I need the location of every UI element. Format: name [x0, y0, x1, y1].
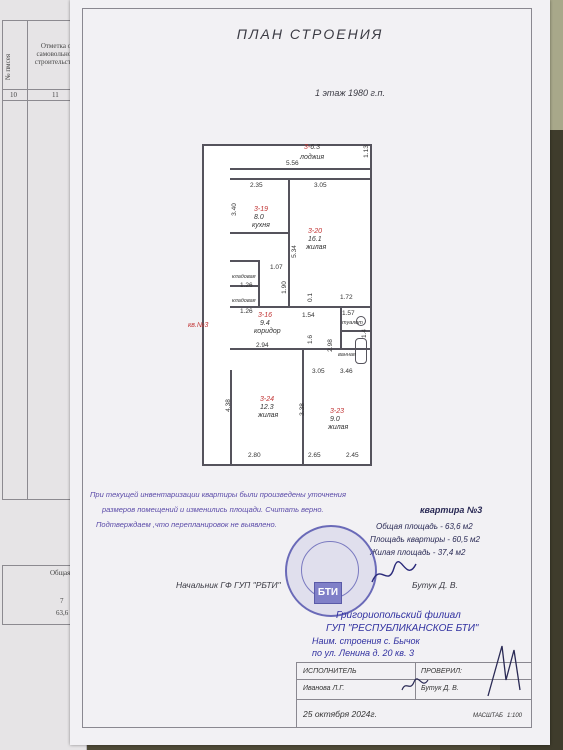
dim-label: 3.40 [230, 203, 238, 216]
org-name: ГУП "РЕСПУБЛИКАНСКОЕ БТИ" [326, 623, 479, 634]
room-kitchen-name: кухня [252, 222, 270, 229]
room-kitchen-area: 8.0 [254, 214, 264, 221]
lp-colnum-2: 11 [52, 91, 59, 99]
page-frame [82, 8, 532, 728]
floor-plan: 3-6.3 лоджия 3-19 8.0 кухня 3-20 16.1 жи… [188, 140, 420, 470]
room-loggia-name: лоджия [300, 154, 325, 161]
room-living2-area: 12.3 [260, 404, 274, 411]
stamp-logo: БТИ [314, 582, 342, 604]
note-line-3: Подтверждаем ,что перепланировок не выяв… [96, 520, 277, 529]
room-corridor-area: 9.4 [260, 320, 270, 327]
apartment-number: квартира №3 [420, 505, 483, 515]
partition [230, 285, 258, 287]
dim-label: 3.05 [312, 368, 325, 375]
partition [230, 306, 372, 308]
lp-body-cell-1 [2, 100, 28, 500]
checker-signature [487, 645, 521, 697]
room-living2-name: жилая [258, 412, 279, 419]
lp-colnum-1: 10 [10, 91, 17, 99]
dim-label: 5.34 [290, 245, 298, 258]
room-storage1-name: кладовая [232, 274, 256, 280]
room-toilet-name: туалет [342, 320, 363, 326]
executor-label: ИСПОЛНИТЕЛЬ [303, 668, 357, 675]
lp-header-2: Отметка о самовольном строительстве [34, 42, 78, 66]
apartment-area: Площадь квартиры - 60,5 м2 [370, 535, 480, 544]
dim-label: 5.56 [286, 160, 299, 167]
dim-label: 1.54 [302, 312, 315, 319]
scale-value: 1:100 [507, 713, 523, 719]
partition [302, 348, 304, 466]
executor-name: Иванова Л.Г. [303, 685, 345, 692]
dim-label: 0.1 [307, 292, 315, 303]
apartment-mark: кв.№3 [188, 322, 209, 329]
dim-label: 1.90 [280, 281, 288, 294]
dim-label: 1.72 [340, 294, 353, 301]
dim-label: 2.45 [346, 452, 359, 459]
loggia-wall [230, 168, 372, 170]
dim-label: 2.94 [256, 342, 269, 349]
dim-label: 1.26 [240, 282, 253, 289]
partition [230, 232, 288, 234]
room-storage2-name: кладовая [232, 298, 256, 304]
partition [288, 178, 290, 308]
scale-label: МАСШТАБ [473, 713, 503, 719]
object-address: по ул. Ленина д. 20 кв. 3 [312, 648, 414, 658]
room-living1-name: жилая [306, 244, 327, 251]
outer-wall [226, 144, 372, 466]
note-line-2: размеров помещений и изменились площади.… [102, 505, 324, 514]
dim-label: 3.05 [314, 182, 327, 189]
dim-label: 1.07 [270, 264, 283, 271]
dim-label: 3.38 [298, 403, 306, 416]
checker-label: ПРОВЕРИЛ: [421, 668, 462, 675]
partition [258, 260, 260, 308]
partition [340, 330, 372, 332]
document-date: 25 октября 2024г. [303, 709, 377, 719]
dim-label: 4.38 [224, 399, 232, 412]
handwritten-signature [371, 561, 417, 583]
room-living3-area: 9.0 [330, 416, 340, 423]
branch-name: Григориопольский филиал [336, 610, 461, 621]
lp-summary-col: 7 [60, 597, 64, 605]
object-name: Наим. строения с. Бычок [312, 636, 420, 646]
partition [230, 260, 258, 262]
dim-label: 1.57 [342, 310, 355, 317]
dim-label: 1.26 [240, 308, 253, 315]
dim-label: 2.35 [250, 182, 263, 189]
toilet-icon [356, 316, 366, 326]
floor-info: 1 этаж 1980 г.п. [315, 88, 385, 98]
loggia-wall-inner [230, 178, 372, 180]
room-loggia-area: 6.3 [310, 144, 320, 151]
document-page: ПЛАН СТРОЕНИЯ 1 этаж 1980 г.п. 3-6.3 лод… [70, 0, 550, 745]
room-bath-name: ванная [338, 352, 356, 358]
room-corridor-name: коридор [254, 328, 281, 335]
dim-label: 2.80 [248, 452, 261, 459]
living-area: Жилая площадь - 37,4 м2 [370, 548, 466, 557]
total-area: Общая площадь - 63,6 м2 [376, 522, 473, 531]
lp-summary-header: Общая [50, 569, 71, 577]
lp-header-1: № пмсея [4, 53, 12, 80]
partition [230, 370, 232, 466]
dim-label: 2.65 [308, 452, 321, 459]
title-block: ИСПОЛНИТЕЛЬ Иванова Л.Г. ПРОВЕРИЛ: Бутук… [296, 662, 531, 727]
partition [230, 348, 372, 350]
note-line-1: При текущей инвентаризации квартиры были… [90, 490, 346, 499]
executor-signature [401, 678, 429, 691]
dim-label: 1.6 [307, 334, 315, 345]
dim-label: 1.4 [361, 328, 369, 339]
signer-role: Начальник ГФ ГУП "РБТИ" [176, 580, 281, 590]
partition [340, 308, 342, 350]
room-living3-name: жилая [328, 424, 349, 431]
dim-label: 3.46 [340, 368, 353, 375]
bathtub-icon [355, 338, 367, 364]
dim-label: 2.98 [326, 339, 334, 352]
signer-name: Бутук Д. В. [412, 580, 458, 590]
outer-wall-left [202, 144, 230, 466]
page-title: ПЛАН СТРОЕНИЯ [236, 26, 384, 42]
dim-label: 1.13 [362, 145, 370, 158]
room-living1-area: 16.1 [308, 236, 322, 243]
checker-name: Бутук Д. В. [421, 685, 459, 692]
lp-summary-value: 63,6 [56, 609, 69, 617]
